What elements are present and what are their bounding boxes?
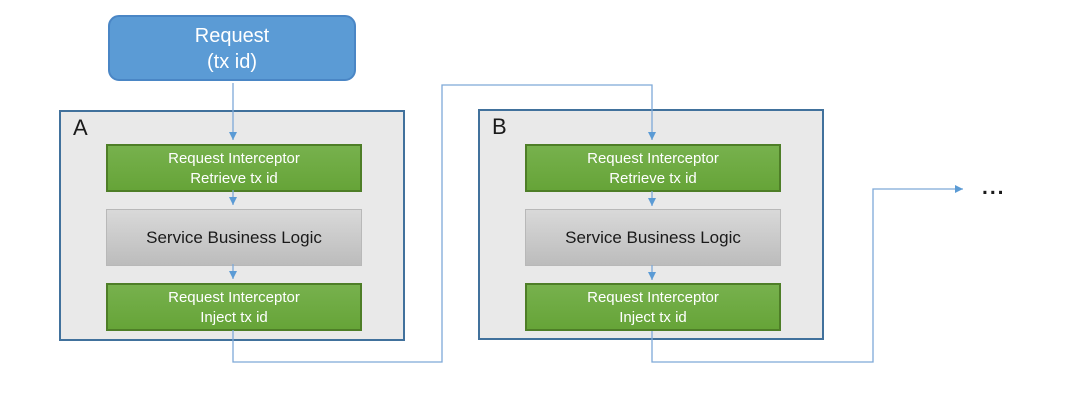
- request-box: Request (tx id): [108, 15, 356, 81]
- interceptor-subtitle: Retrieve tx id: [190, 170, 278, 187]
- business-logic-label: Service Business Logic: [565, 228, 741, 247]
- request-title: Request: [194, 25, 270, 47]
- interceptor-title: Request Interceptor: [168, 289, 300, 306]
- continuation-ellipsis: ...: [982, 176, 1006, 199]
- interceptor-subtitle: Inject tx id: [200, 309, 268, 326]
- service-container-b: B Request Interceptor Retrieve tx id Ser…: [478, 109, 824, 340]
- service-b-business-logic-box: Service Business Logic: [525, 209, 781, 266]
- service-b-interceptor-out-box: Request Interceptor Inject tx id: [525, 283, 781, 331]
- service-a-interceptor-out-box: Request Interceptor Inject tx id: [106, 283, 362, 331]
- business-logic-label: Service Business Logic: [146, 228, 322, 247]
- interceptor-title: Request Interceptor: [168, 150, 300, 167]
- service-container-a: A Request Interceptor Retrieve tx id Ser…: [59, 110, 405, 341]
- service-a-interceptor-in-box: Request Interceptor Retrieve tx id: [106, 144, 362, 192]
- service-a-business-logic-box: Service Business Logic: [106, 209, 362, 266]
- interceptor-subtitle: Retrieve tx id: [609, 170, 697, 187]
- interceptor-subtitle: Inject tx id: [619, 309, 687, 326]
- service-a-label: A: [73, 115, 88, 140]
- request-subtitle: (tx id): [207, 51, 257, 73]
- interceptor-title: Request Interceptor: [587, 289, 719, 306]
- interceptor-title: Request Interceptor: [587, 150, 719, 167]
- service-b-interceptor-in-box: Request Interceptor Retrieve tx id: [525, 144, 781, 192]
- service-b-label: B: [492, 114, 507, 139]
